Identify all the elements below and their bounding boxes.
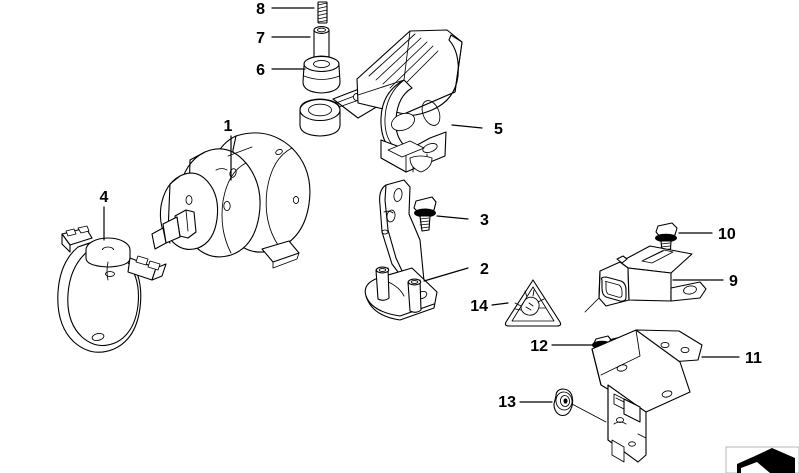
part-pump-support-housing-5 — [299, 29, 463, 173]
callout-label-13: 13 — [498, 394, 516, 411]
callout-label-3: 3 — [480, 212, 489, 229]
callout-label-12: 12 — [530, 338, 548, 355]
callout-label-10: 10 — [718, 226, 736, 243]
part-pump-mounting-bracket-2 — [364, 179, 438, 321]
callout-label-1: 1 — [224, 118, 233, 135]
part-warning-symbol-14 — [504, 279, 562, 327]
callout-label-6: 6 — [256, 62, 265, 79]
part-hex-bolt-3 — [413, 196, 437, 232]
callout-label-8: 8 — [256, 1, 265, 18]
callout-label-11: 11 — [745, 350, 762, 367]
part-pump-motor-1 — [151, 132, 311, 269]
callout-numbers: 1 2 3 4 5 6 7 8 9 10 11 12 13 14 — [100, 1, 762, 411]
part-yaw-rate-sensor-9 — [584, 245, 707, 313]
corner-logo — [725, 446, 799, 473]
connector-glyph-icon — [514, 289, 546, 316]
part-sensor-mounting-bracket-11 — [591, 329, 703, 463]
part-rubber-mount-clamp-4 — [57, 225, 167, 353]
callout-label-4: 4 — [100, 189, 109, 206]
callout-label-14: 14 — [470, 298, 488, 315]
callout-label-5: 5 — [494, 121, 503, 138]
callout-label-9: 9 — [729, 273, 738, 290]
callout-label-2: 2 — [480, 261, 489, 278]
callout-leader-lines — [103, 7, 740, 403]
part-rubber-grommet-13 — [553, 388, 607, 423]
callout-label-7: 7 — [256, 30, 265, 47]
part-threaded-stud-8 — [317, 1, 328, 24]
part-rubber-damper-mount-6 — [302, 55, 341, 94]
